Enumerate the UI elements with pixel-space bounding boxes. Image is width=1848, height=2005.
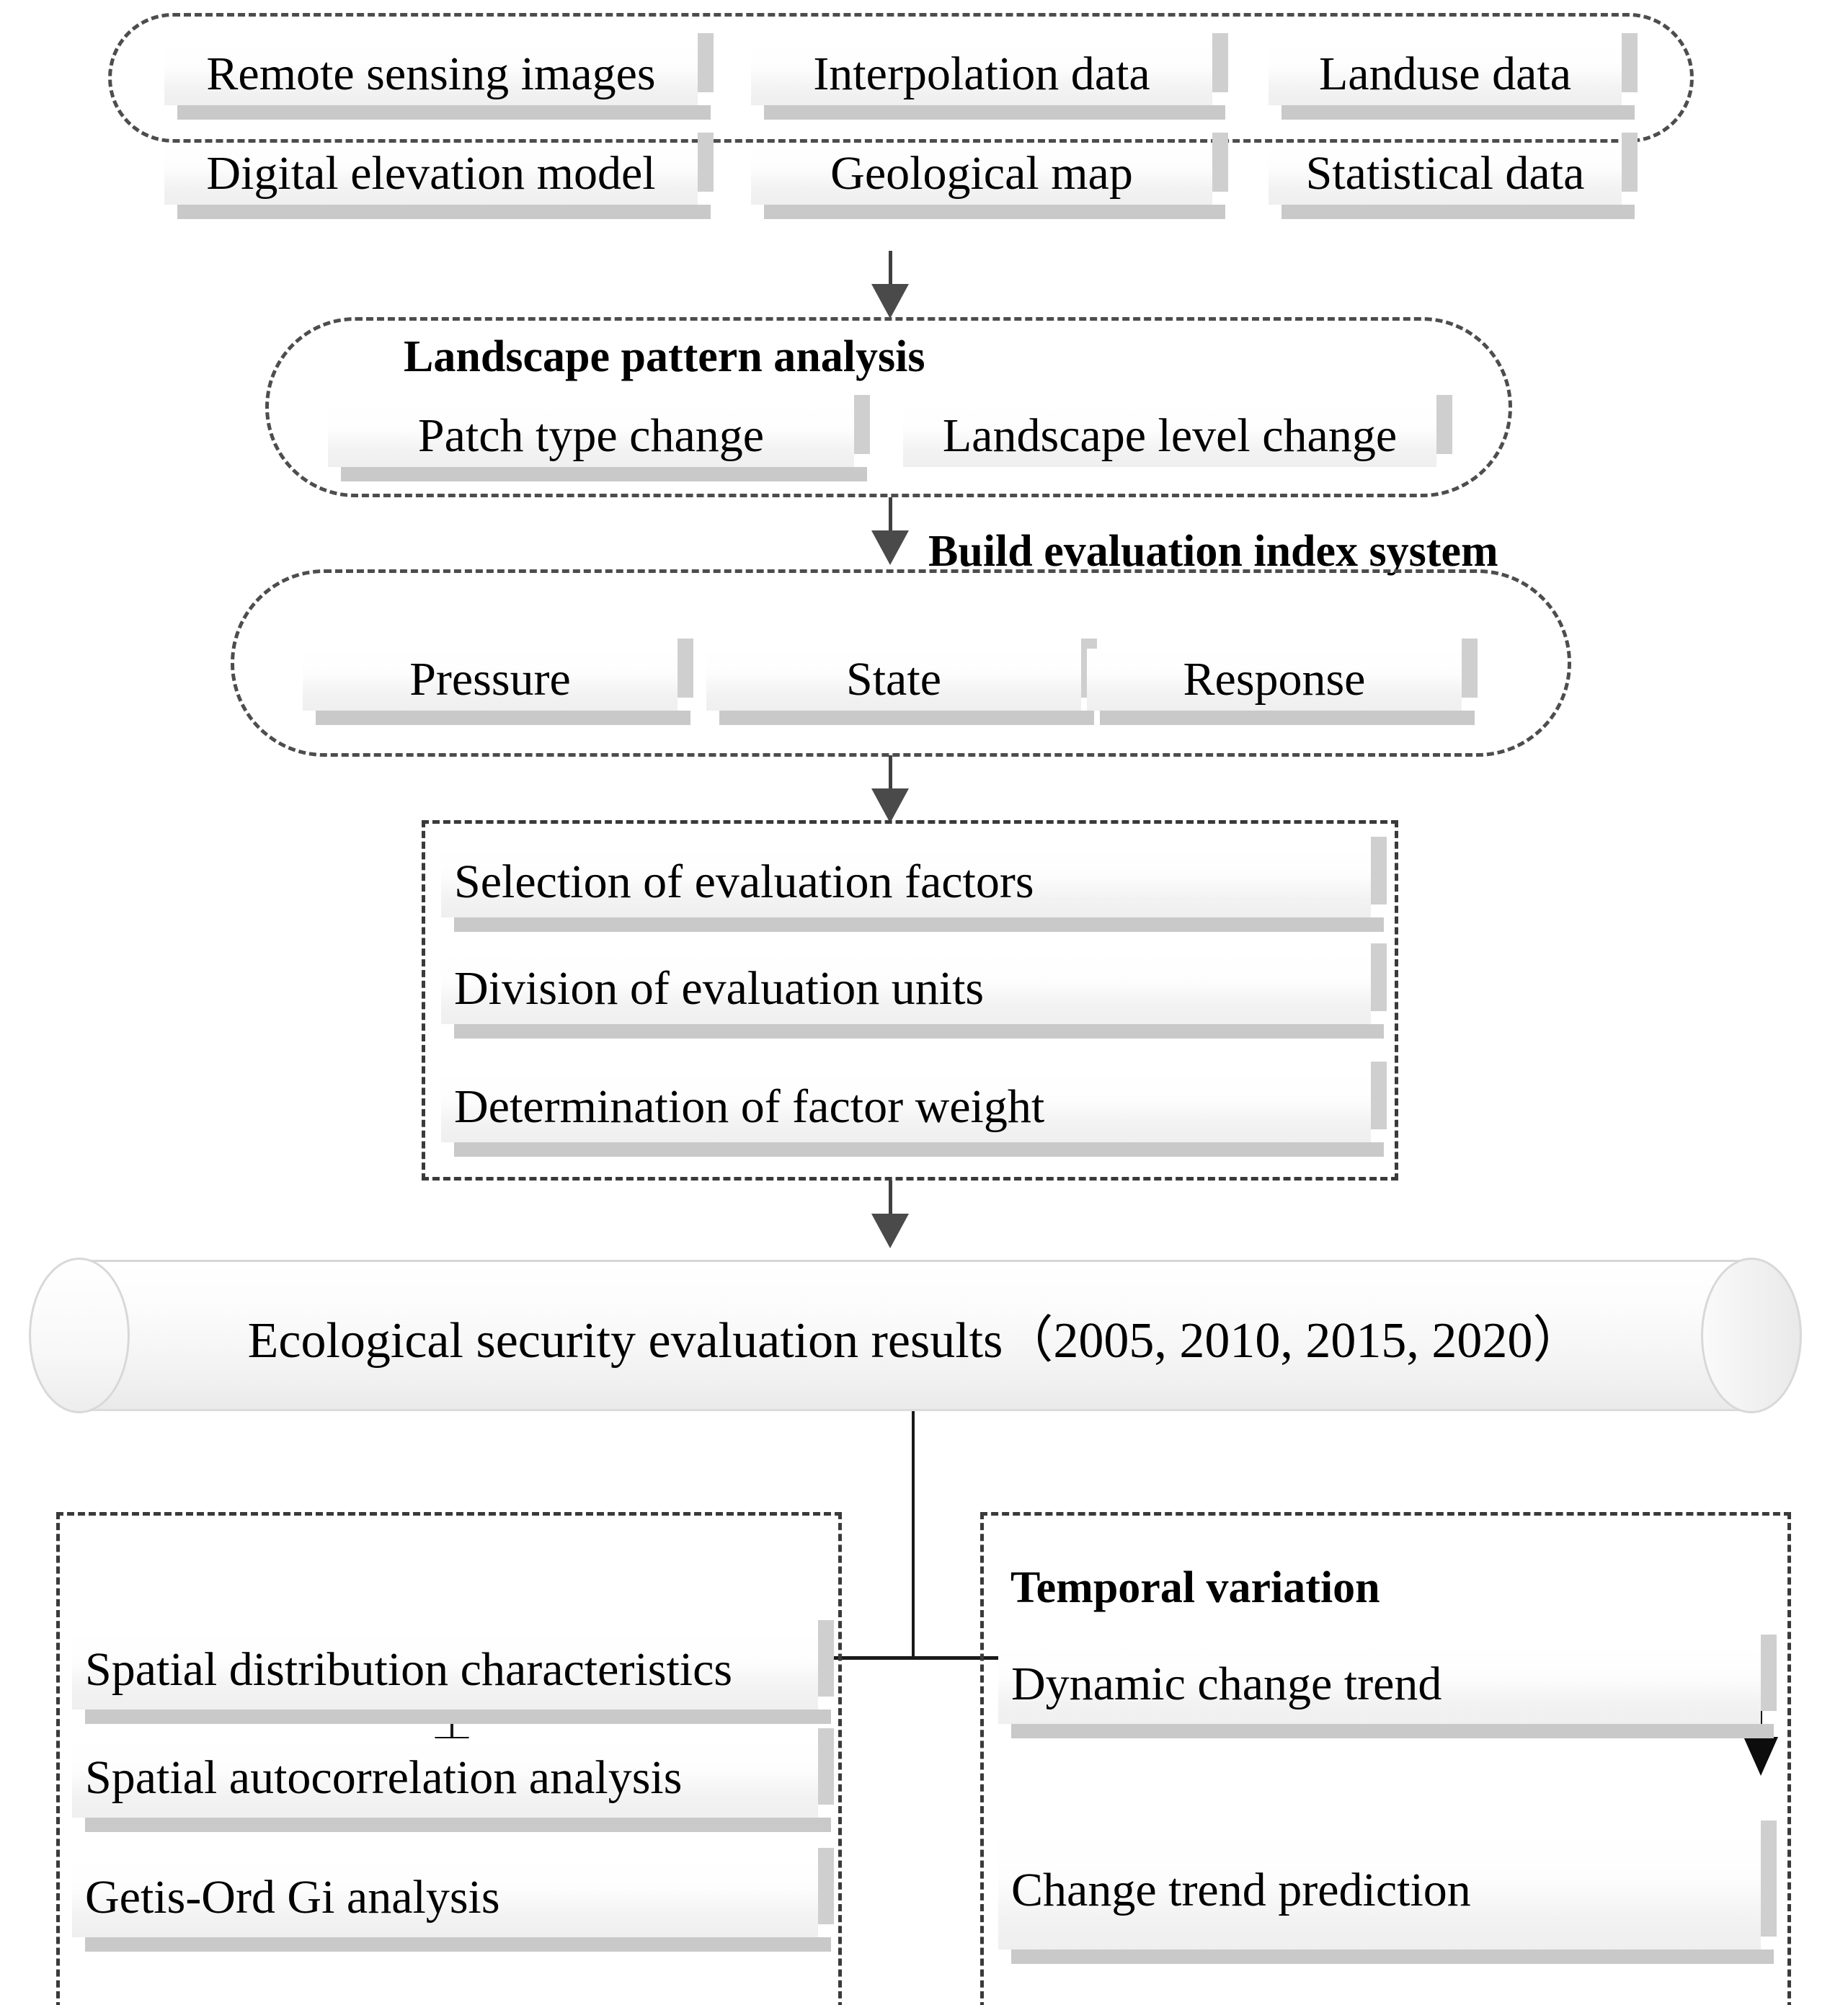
data-source-label: Geological map [830,147,1133,200]
landscape-item-label: Landscape level change [942,409,1398,463]
evaluation-step-label: Division of evaluation units [454,962,985,1015]
evaluation-steps-container [422,820,1398,1181]
spatial-item-label: Spatial distribution characteristics [85,1643,733,1697]
index-system-container [231,569,1571,757]
landscape-analysis-heading: Landscape pattern analysis [404,332,925,381]
connector-results-trunk [912,1411,915,1584]
cylinder-right-cap [1701,1258,1802,1413]
arrow-index-to-steps [871,788,909,823]
spatial-analysis-container [56,1512,842,2005]
results-cylinder[interactable]: Ecological security evaluation results（2… [22,1258,1809,1413]
data-source-box-landuse-data[interactable]: Landuse data [1269,33,1638,120]
arrow-steps-to-results [871,1214,909,1248]
data-source-box-statistical-data[interactable]: Statistical data [1269,133,1638,219]
index-item-label: Response [1183,653,1366,706]
results-label-wrap: Ecological security evaluation results（2… [22,1260,1809,1411]
connector-sources-to-landscape [889,251,892,294]
data-source-label: Landuse data [1318,48,1571,101]
data-source-label: Remote sensing images [206,48,656,101]
landscape-analysis-container [265,317,1512,497]
data-source-label: Statistical data [1305,147,1585,200]
index-box-pressure[interactable]: Pressure [303,639,693,725]
data-source-box-interpolation-data[interactable]: Interpolation data [751,33,1228,120]
index-system-heading: Build evaluation index system [928,527,1498,576]
connector-results-trunk-lower [912,1534,915,1660]
data-source-box-digital-elevation-model[interactable]: Digital elevation model [164,133,714,219]
temporal-analysis-heading: Temporal variation [1010,1563,1380,1612]
results-label: Ecological security evaluation results（2… [247,1312,1583,1369]
connector-landscape-to-index [889,497,892,542]
spatial-box-spatial-distribution-characteristics[interactable]: Spatial distribution characteristics [72,1620,834,1724]
data-source-label: Interpolation data [813,48,1150,101]
evaluation-step-box-selection-of-evaluation-factors[interactable]: Selection of evaluation factors [441,837,1387,932]
data-sources-container [108,13,1694,143]
temporal-box-dynamic-change-trend[interactable]: Dynamic change trend [998,1635,1777,1738]
landscape-box-patch-type-change[interactable]: Patch type change [328,395,870,481]
arrow-sources-to-landscape [871,284,909,319]
index-box-state[interactable]: State [706,639,1097,725]
spatial-box-spatial-autocorrelation-analysis[interactable]: Spatial autocorrelation analysis [72,1728,834,1832]
data-source-label: Digital elevation model [206,147,656,200]
landscape-box-landscape-level-change[interactable]: Landscape level change [903,395,1452,467]
temporal-analysis-container [980,1512,1791,2005]
spatial-item-label: Getis-Ord Gi analysis [85,1871,500,1924]
data-source-box-geological-map[interactable]: Geological map [751,133,1228,219]
temporal-item-label: Change trend prediction [1011,1863,1471,1916]
arrow-to-temporal-box [1743,1737,1778,1776]
connector-steps-to-results [889,1181,892,1225]
data-source-box-remote-sensing-images[interactable]: Remote sensing images [164,33,714,120]
evaluation-step-label: Selection of evaluation factors [454,855,1034,909]
index-box-response[interactable]: Response [1087,639,1478,725]
landscape-item-label: Patch type change [417,409,765,463]
arrow-landscape-to-index [871,530,909,565]
evaluation-step-box-determination-of-factor-weight[interactable]: Determination of factor weight [441,1062,1387,1157]
evaluation-step-label: Determination of factor weight [454,1080,1045,1134]
temporal-box-change-trend-prediction[interactable]: Change trend prediction [998,1820,1777,1964]
evaluation-step-box-division-of-evaluation-units[interactable]: Division of evaluation units [441,943,1387,1039]
cylinder-body [79,1260,1751,1411]
spatial-box-getis-ord-gi-analysis[interactable]: Getis-Ord Gi analysis [72,1848,834,1952]
connector-index-to-steps [889,755,892,800]
index-item-label: Pressure [409,653,571,706]
index-item-label: State [846,653,941,706]
cylinder-left-cap [29,1258,130,1413]
temporal-item-label: Dynamic change trend [1011,1658,1442,1711]
spatial-item-label: Spatial autocorrelation analysis [85,1751,683,1805]
